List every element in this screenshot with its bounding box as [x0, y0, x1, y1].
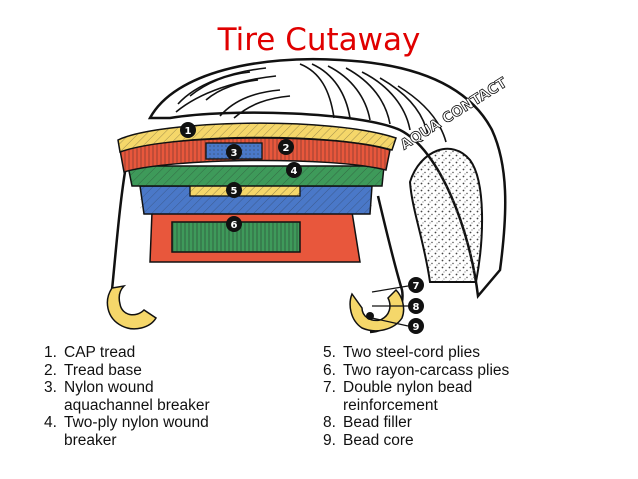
svg-text:7: 7	[413, 281, 420, 292]
legend-item-number: 7.	[323, 379, 336, 396]
callout-7: 7	[371, 277, 424, 293]
legend-item-number: 4.	[44, 414, 57, 431]
svg-text:5: 5	[231, 186, 238, 197]
bead-left	[106, 284, 158, 330]
legend-item-line: Two rayon-carcass plies	[343, 361, 510, 379]
callout-1: 1	[180, 122, 196, 138]
legend-item: 6. Two rayon-carcass plies	[323, 362, 623, 380]
tire-shell: AQUA CONTACT	[147, 57, 511, 299]
legend-item: 5. Two steel-cord plies	[323, 344, 623, 362]
svg-text:1: 1	[185, 126, 192, 137]
tread-grooves	[175, 63, 447, 143]
legend-item-line: Double nylon bead	[343, 379, 473, 396]
legend-item-line: Two steel-cord plies	[343, 344, 480, 361]
svg-text:9: 9	[413, 322, 420, 333]
legend-right: 5. Two steel-cord plies 6. Two rayon-carcas…	[323, 344, 623, 449]
legend-item-line: aquachannel breaker	[64, 396, 210, 414]
legend-item-line: breaker	[64, 431, 117, 449]
legend-item-line: Tread base	[64, 361, 142, 379]
legend-item-line: reinforcement	[343, 396, 438, 414]
legend-item-number: 1.	[44, 344, 57, 361]
callout-2: 2	[278, 139, 294, 155]
callout-8: 8	[372, 298, 424, 314]
callout-6: 6	[226, 216, 242, 232]
legend-item: 2. Tread base	[44, 362, 314, 380]
legend-item-line: Two-ply nylon wound	[64, 414, 209, 431]
legend-item-number: 9.	[323, 431, 336, 449]
callout-9: 9	[371, 317, 424, 334]
tire-layers	[106, 122, 405, 334]
legend-item-number: 3.	[44, 379, 57, 396]
legend-item-text: Tread base	[64, 362, 142, 380]
legend-item: 8. Bead filler	[323, 414, 623, 432]
svg-text:2: 2	[283, 143, 290, 154]
legend-item-line: CAP tread	[64, 344, 136, 361]
legend-item-text: Two steel-cord plies	[343, 344, 480, 362]
bead-right	[349, 288, 405, 332]
svg-text:8: 8	[413, 302, 420, 313]
legend-item-number: 5.	[323, 344, 336, 361]
legend-item-text: Bead core	[343, 432, 414, 450]
legend-item: 9. Bead core	[323, 432, 623, 450]
page-title: Tire Cutaway	[217, 22, 421, 58]
legend-item-line: Bead filler	[343, 414, 412, 431]
legend-item-line: Nylon wound	[64, 379, 154, 396]
svg-text:4: 4	[291, 166, 298, 177]
svg-text:6: 6	[231, 220, 238, 231]
callouts: 1 2 3 4 5 6 7 8 9	[180, 122, 424, 334]
legend-item-number: 2.	[44, 361, 57, 379]
legend-item-text: CAP tread	[64, 344, 135, 362]
legend-item-number: 8.	[323, 414, 336, 431]
callout-4: 4	[286, 162, 302, 178]
legend-item-number: 6.	[323, 361, 336, 379]
callout-5: 5	[226, 182, 242, 198]
legend-item: 1. CAP tread	[44, 344, 314, 362]
legend-item-text: Bead filler	[343, 414, 412, 432]
legend-item-line: Bead core	[343, 431, 414, 449]
svg-text:3: 3	[231, 148, 238, 159]
legend-item-text: Two rayon-carcass plies	[343, 362, 509, 380]
callout-3: 3	[226, 144, 242, 160]
